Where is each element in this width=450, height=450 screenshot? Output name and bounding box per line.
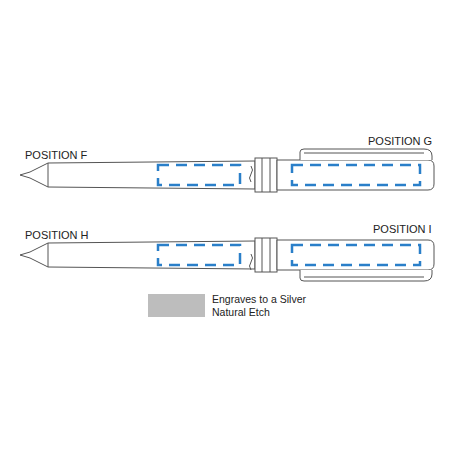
- position-label: POSITION F: [25, 149, 87, 162]
- imprint-area: [158, 165, 240, 185]
- legend-swatch: [148, 294, 205, 317]
- imprint-area: [292, 165, 420, 185]
- imprint-area: [292, 245, 420, 265]
- imprint-area: [158, 245, 240, 265]
- position-label: POSITION H: [25, 229, 89, 242]
- position-label: POSITION G: [368, 135, 432, 148]
- legend-text: Engraves to a Silver Natural Etch: [212, 293, 322, 319]
- position-label: POSITION I: [373, 223, 432, 236]
